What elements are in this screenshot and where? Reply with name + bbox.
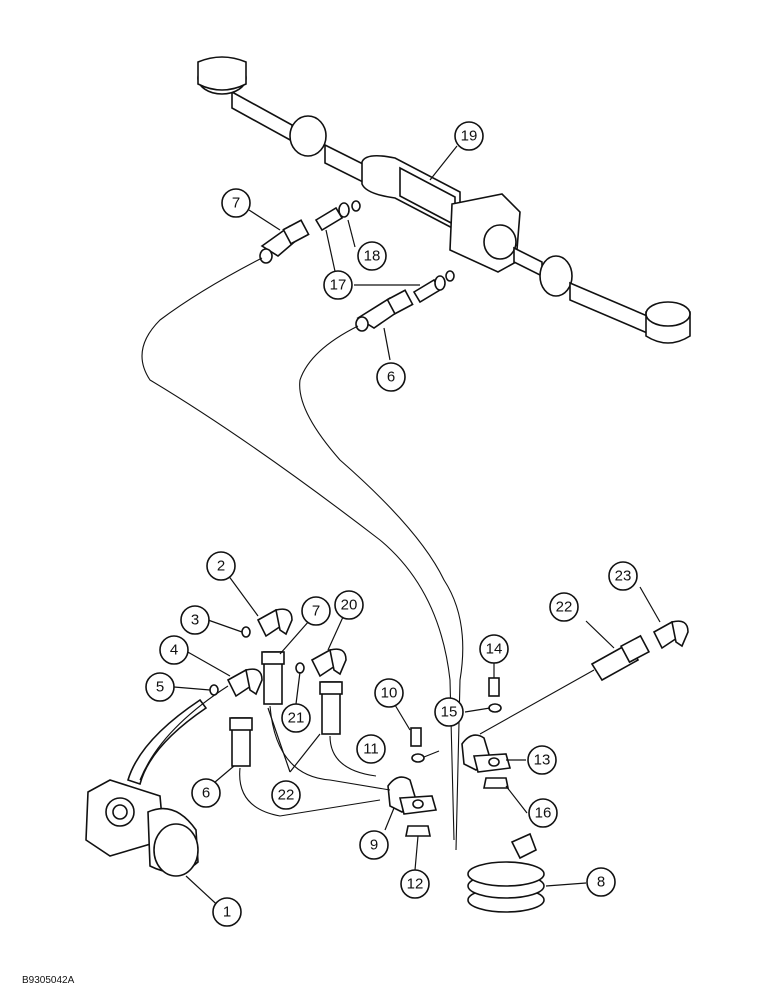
callout-19: 19 <box>454 121 484 151</box>
hoses <box>139 257 595 851</box>
svg-text:18: 18 <box>364 248 381 265</box>
callout-6-lower: 6 <box>191 778 221 808</box>
callout-21: 21 <box>281 703 311 733</box>
nut-12 <box>405 825 431 837</box>
callout-23: 23 <box>608 561 638 591</box>
svg-text:9: 9 <box>370 837 378 854</box>
steering-cylinder <box>197 56 691 344</box>
motor-elbow-fitting-2 <box>241 608 293 638</box>
callout-4: 4 <box>159 635 189 665</box>
motor-elbow-fitting-4 <box>209 668 263 698</box>
callout-12: 12 <box>400 869 430 899</box>
svg-text:12: 12 <box>407 876 424 893</box>
svg-text:13: 13 <box>534 752 551 769</box>
callout-6-upper: 6 <box>376 362 406 392</box>
svg-text:8: 8 <box>597 874 605 891</box>
svg-text:23: 23 <box>615 568 632 585</box>
callout-18: 18 <box>357 241 387 271</box>
cylinder-hose-end-7 <box>259 219 310 264</box>
adapter-fitting-upper <box>314 200 361 232</box>
callout-16: 16 <box>528 798 558 828</box>
hose-end-22-right <box>590 634 651 682</box>
elbow-fitting-20 <box>295 648 347 678</box>
callout-2: 2 <box>206 551 236 581</box>
callout-14: 14 <box>479 634 509 664</box>
svg-text:3: 3 <box>191 612 199 629</box>
svg-text:16: 16 <box>535 805 552 822</box>
callout-1: 1 <box>212 897 242 927</box>
bolt-14 <box>488 677 500 697</box>
motor-hose-end-7 <box>261 651 285 705</box>
callout-7-lower: 7 <box>301 596 331 626</box>
svg-text:6: 6 <box>202 785 210 802</box>
steering-motor <box>85 698 208 877</box>
cylinder-hose-end-6 <box>355 289 414 332</box>
svg-text:10: 10 <box>381 685 398 702</box>
callout-11: 11 <box>356 734 386 764</box>
washer-15 <box>488 703 502 713</box>
svg-text:20: 20 <box>341 597 358 614</box>
svg-text:1: 1 <box>223 904 231 921</box>
callout-5: 5 <box>145 672 175 702</box>
callout-22-right: 22 <box>549 592 579 622</box>
callout-13: 13 <box>527 745 557 775</box>
elbow-fitting-23 <box>652 620 689 650</box>
callout-9: 9 <box>359 830 389 860</box>
callout-10: 10 <box>374 678 404 708</box>
svg-text:11: 11 <box>363 741 379 758</box>
nut-16 <box>483 777 509 789</box>
adapter-fitting-lower <box>412 270 455 304</box>
hose-clamp-13 <box>461 734 512 773</box>
svg-text:6: 6 <box>387 369 395 386</box>
svg-text:22: 22 <box>556 599 573 616</box>
svg-text:21: 21 <box>288 710 305 727</box>
motor-hose-end-6 <box>229 717 253 767</box>
callout-8: 8 <box>586 867 616 897</box>
svg-text:17: 17 <box>330 277 347 294</box>
callout-15: 15 <box>434 697 464 727</box>
hose-coil-8 <box>467 832 545 913</box>
motor-hose-end-22 <box>319 681 343 735</box>
drawing-code: B9305042A <box>22 975 75 986</box>
callout-17: 17 <box>323 270 353 300</box>
callout-20: 20 <box>334 590 364 620</box>
svg-text:22: 22 <box>278 787 295 804</box>
svg-text:4: 4 <box>170 642 178 659</box>
svg-text:2: 2 <box>217 558 225 575</box>
svg-text:14: 14 <box>486 641 503 658</box>
svg-text:7: 7 <box>312 603 320 620</box>
callout-22-lower: 22 <box>271 780 301 810</box>
callout-3: 3 <box>180 605 210 635</box>
callout-7-upper: 7 <box>221 188 251 218</box>
svg-text:19: 19 <box>461 128 478 145</box>
bolt-10 <box>410 727 422 747</box>
hose-clamp-9 <box>387 776 438 815</box>
svg-text:5: 5 <box>156 679 164 696</box>
washer-11 <box>411 753 425 763</box>
svg-text:15: 15 <box>441 704 458 721</box>
svg-text:7: 7 <box>232 195 240 212</box>
